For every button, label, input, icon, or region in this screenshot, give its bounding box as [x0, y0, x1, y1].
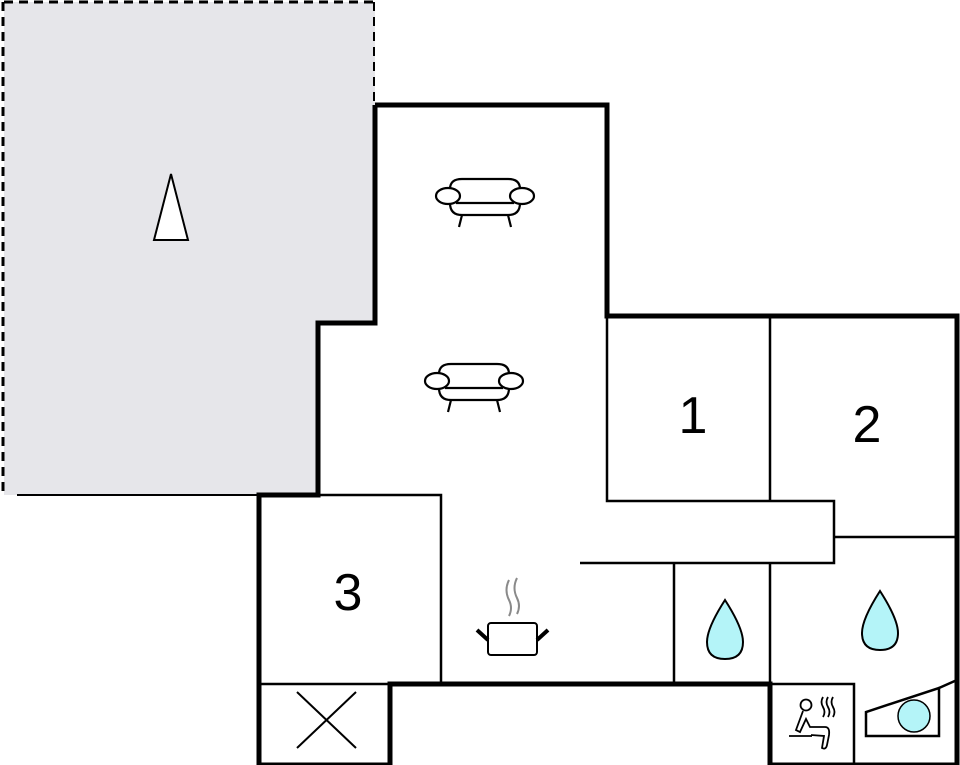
hot-tub-icon — [864, 678, 958, 738]
sofa-icon — [434, 177, 536, 228]
water-drop-icon — [860, 589, 900, 652]
room-label-3: 3 — [333, 564, 363, 622]
interior-walls — [259, 316, 957, 765]
compass-north-icon — [152, 173, 190, 241]
room-label-1: 1 — [678, 387, 708, 445]
cross-icon — [296, 691, 357, 749]
cooking-pot-icon — [475, 577, 550, 656]
sauna-icon — [789, 696, 836, 750]
water-drop-icon — [705, 598, 745, 661]
room-label-2: 2 — [852, 396, 882, 454]
terrace-area — [1, 0, 375, 496]
sofa-icon — [423, 362, 525, 413]
